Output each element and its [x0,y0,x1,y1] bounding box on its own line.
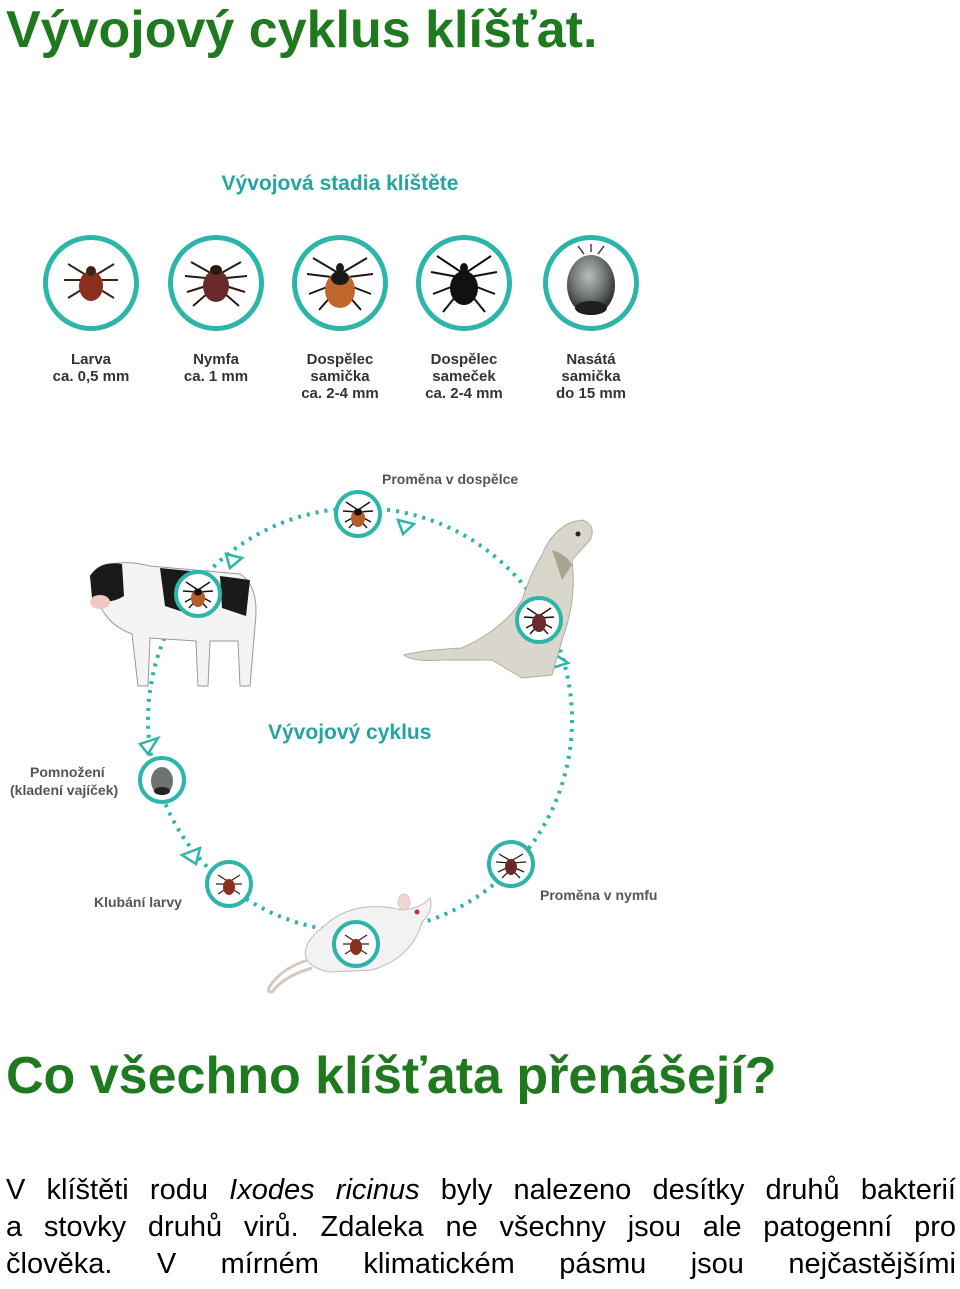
species-name: Ixodes ricinus [229,1174,420,1206]
stage-engorged-female: Nasátá samička do 15 mm [537,235,645,402]
stage-name: Larva [70,351,112,368]
tick-nymph-icon [168,235,264,331]
tick-larva-icon [43,235,139,331]
stage-size: do 15 mm [555,385,627,402]
label-nymph-moult: Proměna v nymfu [540,887,658,903]
label-hatching: Klubání larvy [94,894,182,910]
page-heading-transmission: Co všechno klíšťata přenášejí? [6,1047,777,1105]
label-adult-moult: Proměna v dospělce [382,471,519,487]
stage-name: Dospělec sameček [430,351,498,385]
stage-size: ca. 2-4 mm [425,385,503,402]
figure-title: Vývojová stadia klíštěte [221,172,459,195]
label-egg-laying: (kladení vajíček) [10,782,119,798]
cycle-dog-tick-icon [515,596,563,644]
arrow-icon [137,735,161,757]
stage-name: Nymfa [193,351,239,368]
tick-lifecycle-figure: Vývojová stadia klíštěte Larva ca. 0,5 m… [0,150,700,1010]
stage-size: ca. 0,5 mm [52,368,130,385]
tick-male-icon [416,235,512,331]
stage-name: Nasátá samička [561,351,621,385]
paragraph-line-2: a stovky druhů virů. Zdaleka ne všechny … [6,1211,956,1243]
stage-size: ca. 1 mm [183,368,249,385]
text-segment: V klíštěti rodu [6,1174,230,1206]
stage-adult-female: Dospělec samička ca. 2-4 mm [286,235,394,402]
label-reproduction: Pomnožení [30,764,105,780]
cycle-nymph-tick-icon [487,840,535,888]
engorged-tick-icon [543,235,639,331]
arrow-icon [396,518,417,537]
cow-icon [89,562,257,687]
paragraph-line-1: V klíštěti rodu Ixodes ricinus byly nale… [6,1172,956,1209]
cycle-engorged-tick-icon [138,756,186,804]
cycle-mouse-tick-icon [332,920,380,968]
cycle-larva-tick-icon [205,860,253,908]
stage-nymph: Nymfa ca. 1 mm [162,235,270,385]
stage-larva: Larva ca. 0,5 mm [37,235,145,385]
cycle-adult-tick-icon [334,490,382,538]
paragraph-line-3: člověka. V mírném klimatickém pásmu jsou… [6,1248,956,1280]
dog-icon [402,519,593,679]
cycle-ring [137,506,574,934]
body-paragraph: V klíštěti rodu Ixodes ricinus byly nale… [6,1172,956,1283]
tick-female-icon [292,235,388,331]
cycle-cow-tick-icon [174,570,222,618]
stage-name: Dospělec samička [306,351,374,385]
page-heading-lifecycle: Vývojový cyklus klíšťat. [6,1,598,59]
stage-size: ca. 2-4 mm [301,385,379,402]
stage-adult-male: Dospělec sameček ca. 2-4 mm [410,235,518,402]
text-segment: byly nalezeno desítky druhů bakterií [419,1174,956,1206]
arrow-icon [224,552,245,571]
arrow-icon [179,845,202,866]
cycle-title: Vývojový cyklus [268,721,432,744]
